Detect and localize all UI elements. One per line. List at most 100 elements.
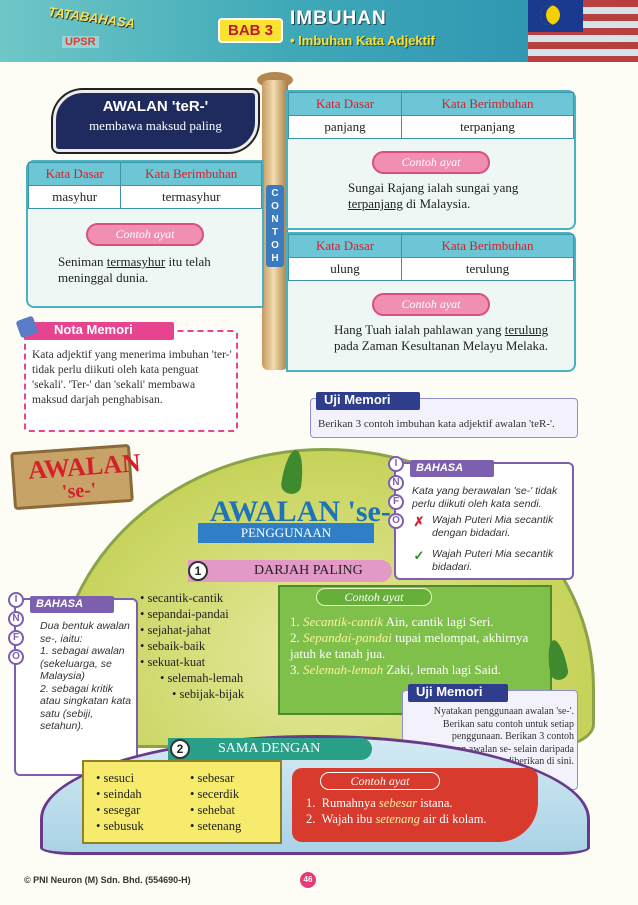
sentence-part: Sungai Rajang ialah sungai yang [348,180,519,195]
sentence-keyword: setenang [375,812,420,826]
crescent-icon [540,5,560,25]
darjah-paling-list: • secantik-cantik • sepandai-pandai • se… [140,590,282,702]
sentence-part: Seniman [58,254,107,269]
page-title: IMBUHAN [290,8,387,29]
uji-memori-text: Berikan 3 contoh imbuhan kata adjektif a… [318,418,555,430]
uji-memori-heading: Uji Memori [316,392,420,410]
nota-memori-heading: Nota Memori [24,322,174,340]
info-letter: N [8,611,24,627]
list-item: • sebijak-bijak [172,687,245,701]
kata-berimbuhan-cell: terpanjang [401,115,574,139]
pole-letter: O [271,240,279,251]
example-line: 1. Rumahnya sebesar istana. [306,796,453,810]
info-letter: I [8,592,24,608]
info-letters: I N F O [8,592,26,668]
logo-sub: UPSR [62,36,99,48]
list-item: • sekuat-kuat [140,655,206,669]
ter-banner [53,90,258,152]
contoh-ayat-label: Contoh ayat [86,223,204,246]
sama-dengan-bar: SAMA DENGAN [168,738,372,760]
list-item: • sebesar [190,771,235,785]
info-item: 2. sebagai kritik atau singkatan kata sa… [40,682,132,733]
info-bahasa-heading: BAHASA [30,596,114,613]
right-example-text: Wajah Puteri Mia secantik bidadari. [432,548,554,573]
number-badge: 2 [170,739,190,759]
sentence-part: di Malaysia. [402,196,471,211]
sentence-keyword: Secantik-cantik [303,614,384,629]
kata-berimbuhan-cell: termasyhur [120,185,262,209]
example-line: 3. Selemah-lemah Zaki, lemah lagi Said. [290,662,501,677]
penggunaan-label: PENGGUNAAN [198,523,374,543]
info-letter: F [8,630,24,646]
info-bahasa-text: Dua bentuk awalan se-, iaitu: 1. sebagai… [40,620,136,733]
sama-list-left: • sesuci • seindah • sesegar • sebusuk [96,770,144,834]
sign-panel-masyhur: Kata Dasar Kata Berimbuhan masyhur terma… [26,160,264,308]
col-kata-berimbuhan: Kata Berimbuhan [401,92,574,116]
info-bahasa-heading: BAHASA [410,460,494,477]
wrong-example: ✗ Wajah Puteri Mia secantik dengan bidad… [412,514,572,540]
contoh-ayat-label: Contoh ayat [372,293,490,316]
sentence-part: pada Zaman Kesultanan Melayu Melaka. [334,338,549,353]
check-icon: ✓ [413,548,425,563]
sentence-part: Zaki, lemah lagi Said. [383,662,501,677]
cross-icon: ✗ [413,514,425,529]
list-item: • sesuci [96,771,135,785]
nota-memori-text: Kata adjektif yang menerima imbuhan 'ter… [32,349,232,406]
sentence-keyword: sebesar [378,796,418,810]
list-item: • sebusuk [96,819,144,833]
sign-panel-panjang: Kata Dasar Kata Berimbuhan panjang terpa… [286,90,576,230]
ter-description: membawa maksud paling [89,118,222,133]
info-letter: O [8,649,24,665]
pole-word-contoh: C O N T O H [266,185,284,267]
col-kata-dasar: Kata Dasar [287,234,403,258]
sentence-keyword: Selemah-lemah [303,662,384,677]
section-title: AWALAN 'se-' [210,495,400,528]
info-letter: I [388,456,404,472]
contoh-ayat-text: 1. Secantik-cantik Ain, cantik lagi Seri… [290,614,546,678]
contoh-ayat-label: Contoh ayat [320,772,440,790]
contoh-ayat-label: Contoh ayat [316,588,432,606]
sentence-part: Hang Tuah ialah pahlawan yang [334,322,505,337]
info-item: 1. sebagai awalan (sekeluarga, se Malays… [40,645,125,682]
list-item: • sepandai-pandai [140,607,229,621]
pole-letter: O [271,201,279,212]
sentence-part: Wajah ibu [321,812,376,826]
list-item: • setenang [190,819,242,833]
contoh-ayat-text: 1. Rumahnya sebesar istana. 2. Wajah ibu… [306,795,534,827]
example-sentence: Sungai Rajang ialah sungai yang terpanja… [288,174,574,212]
chapter-label: BAB 3 [218,18,284,43]
sign-subtitle: 'se-' [61,478,98,504]
sentence-part: itu telah meninggal dunia. [58,254,211,285]
sentence-part: tupai melompat, akhirnya jatuh ke tanah … [290,630,529,661]
pole-letter: H [271,253,279,264]
list-item: • seindah [96,787,142,801]
kata-dasar-cell: ulung [287,257,403,281]
example-line: 2. Wajah ibu setenang air di kolam. [306,812,487,826]
contoh-ayat-panel [292,768,538,842]
kata-dasar-cell: panjang [287,115,403,139]
kata-dasar-cell: masyhur [27,185,122,209]
sentence-part: Rumahnya [321,796,379,810]
word-table: Kata Dasar Kata Berimbuhan masyhur terma… [27,162,262,209]
list-item: • secantik-cantik [140,591,224,605]
list-item: • sejahat-jahat [140,623,211,637]
contoh-ayat-label: Contoh ayat [372,151,490,174]
col-kata-dasar: Kata Dasar [287,92,403,116]
example-sentence: Seniman termasyhur itu telah meninggal d… [28,246,262,286]
sentence-keyword: terulung [504,322,549,337]
sentence-part: Ain, cantik lagi Seri. [383,614,494,629]
right-example: ✓ Wajah Puteri Mia secantik bidadari. [412,548,572,574]
page-number: 46 [300,872,316,888]
sentence-keyword: terpanjang [348,196,403,211]
example-line: 2. Sepandai-pandai tupai melompat, akhir… [290,630,529,661]
sama-list-right: • sebesar • secerdik • sehebat • setenan… [190,770,241,834]
example-sentence: Hang Tuah ialah pahlawan yang terulung p… [288,316,574,354]
wrong-example-text: Wajah Puteri Mia secantik dengan bidadar… [432,514,554,539]
col-kata-dasar: Kata Dasar [27,162,122,186]
example-line: 1. Secantik-cantik Ain, cantik lagi Seri… [290,614,494,629]
ter-title: AWALAN 'teR-' [102,98,209,115]
pole-letter: T [271,227,279,238]
col-kata-berimbuhan: Kata Berimbuhan [120,162,262,186]
list-item: • sehebat [190,803,235,817]
col-kata-berimbuhan: Kata Berimbuhan [401,234,574,258]
